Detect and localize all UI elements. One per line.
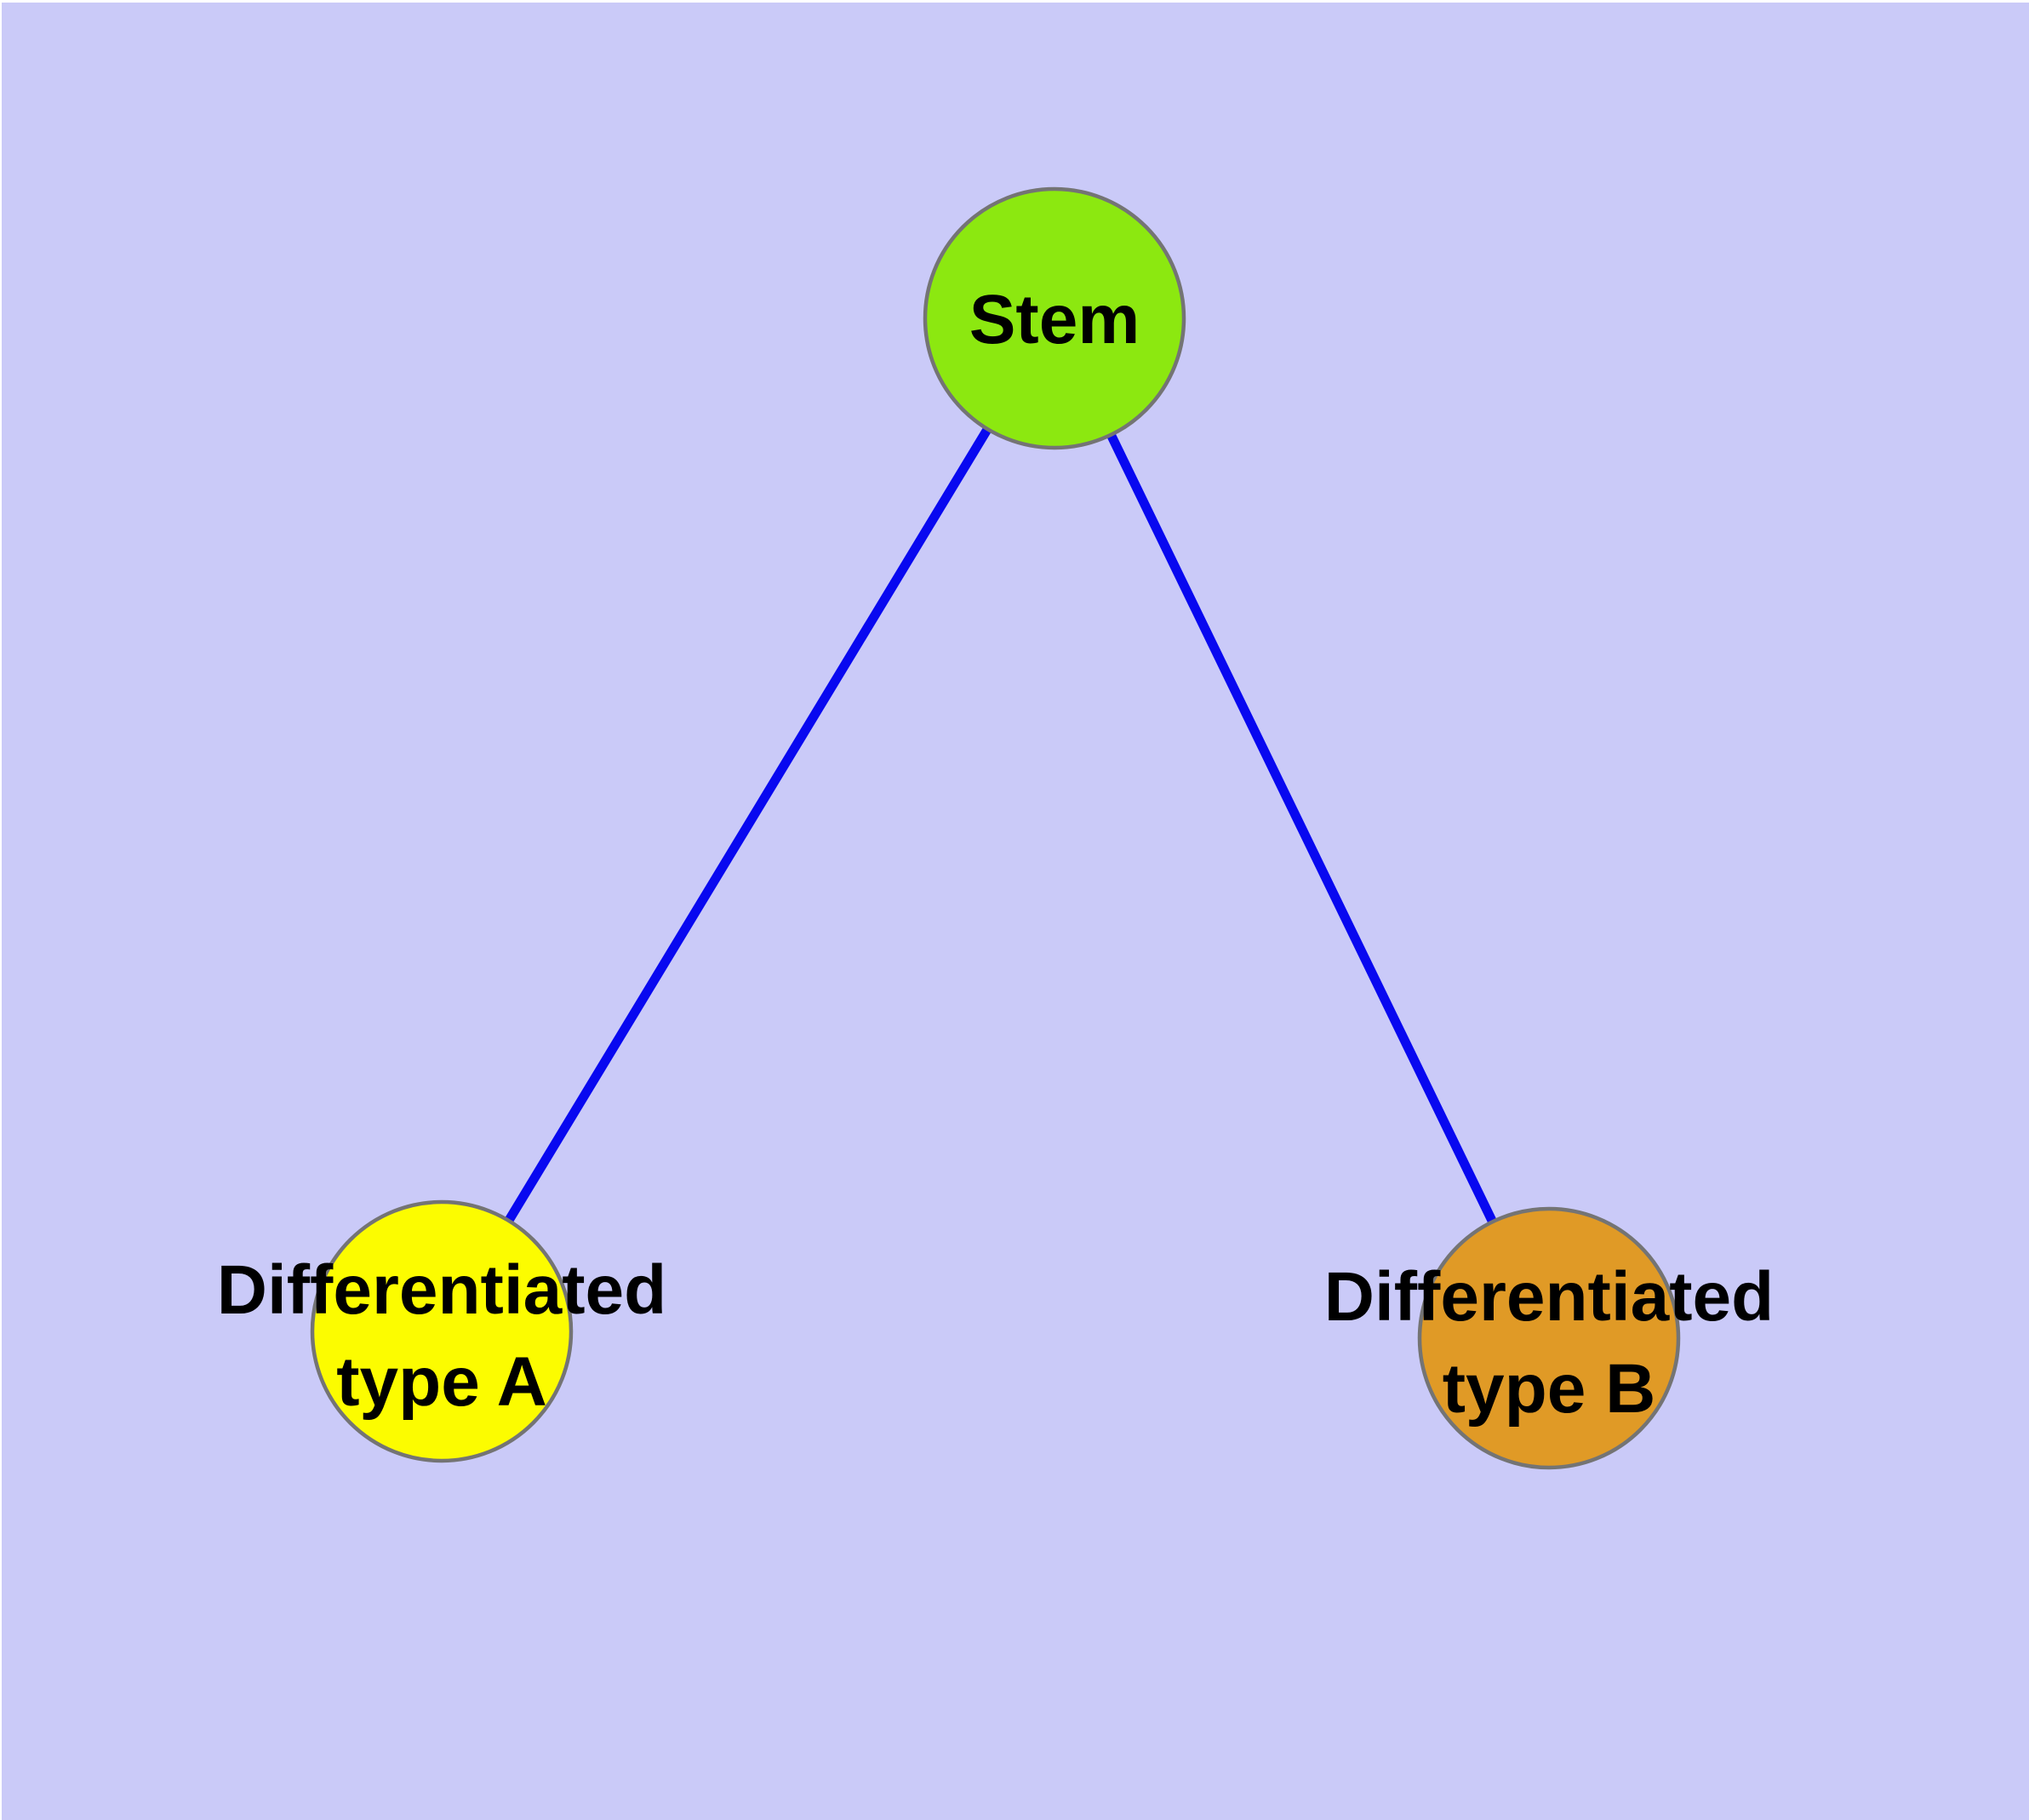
node-stem-circle (923, 186, 1186, 450)
node-type-b-circle (1417, 1206, 1681, 1470)
edge-stem-type-a (437, 316, 1059, 1334)
node-type-b-label-line1: Differentiated (1324, 1258, 1775, 1336)
node-type-a-label-line2: type A (336, 1343, 547, 1421)
node-type-a-circle (310, 1199, 574, 1463)
node-stem: Stem (923, 186, 1186, 450)
node-type-b: Differentiated type B (1324, 1206, 1775, 1470)
edge-stem-type-b (1050, 316, 1553, 1341)
node-type-b-label-line2: type B (1443, 1350, 1656, 1428)
node-type-a-label-line1: Differentiated (217, 1251, 667, 1329)
node-type-a: Differentiated type A (217, 1199, 667, 1463)
node-stem-label: Stem (969, 281, 1140, 358)
